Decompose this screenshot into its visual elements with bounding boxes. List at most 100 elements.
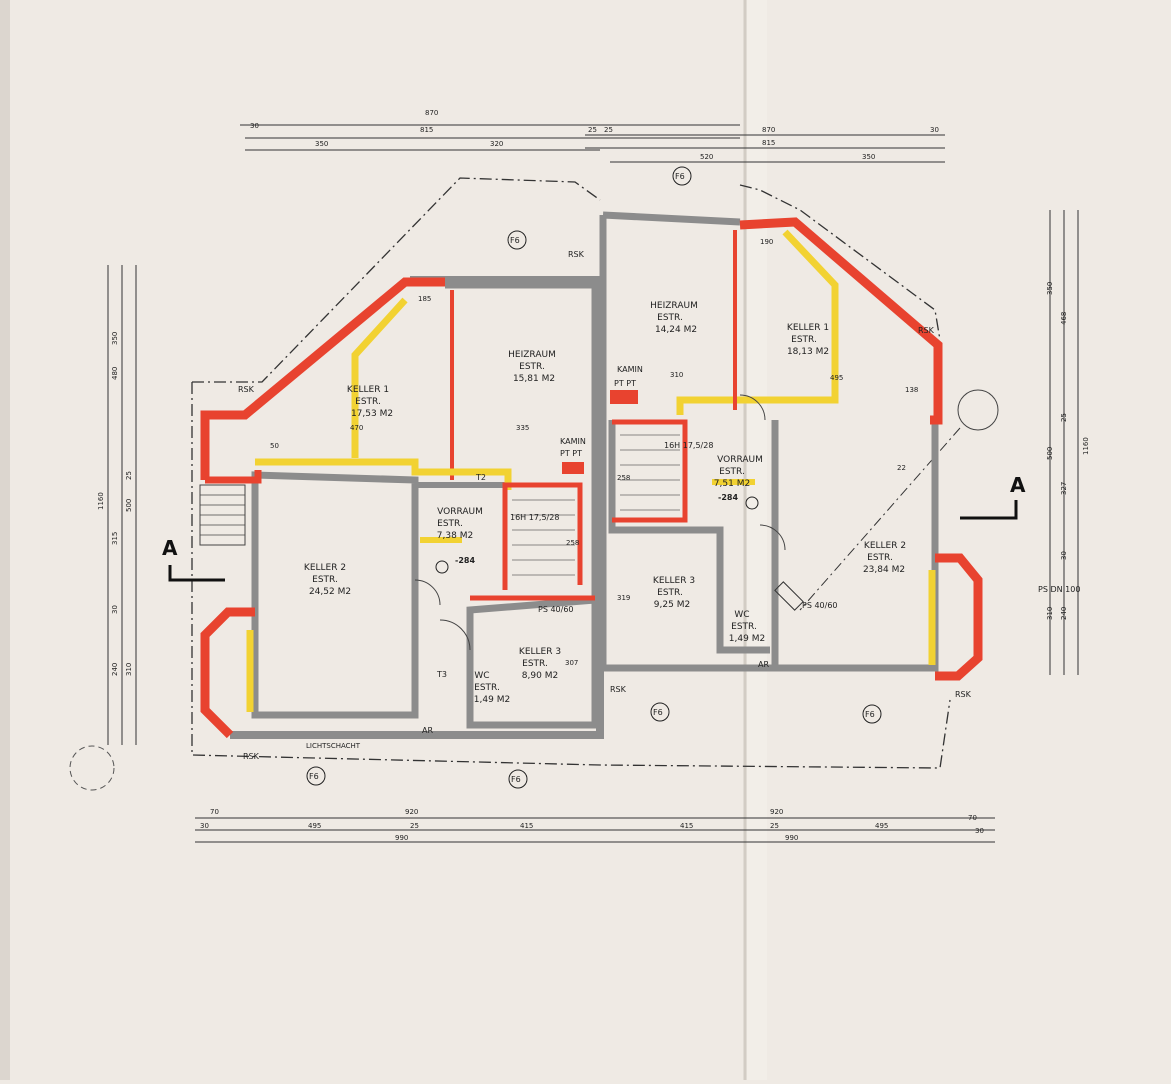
left-heizraum-floor: ESTR. (519, 362, 545, 372)
dim-left-bottom: 70 (210, 808, 219, 816)
dim-left-side: 500 (125, 499, 133, 512)
left-inner-dim: 307 (565, 659, 578, 667)
right-inner-dim: 138 (905, 386, 918, 394)
left-wc-floor: ESTR. (474, 683, 500, 693)
left-level-marker (435, 560, 449, 574)
right-keller3-name: KELLER 3 (653, 576, 695, 586)
right-diagonal-wall (739, 217, 943, 425)
dim-left-side: 480 (111, 367, 119, 380)
right-heizraum-floor: ESTR. (657, 313, 683, 323)
left-t3-label: T3 (436, 670, 447, 679)
dim-right-side: 350 (1046, 282, 1054, 295)
left-rsk-center: RSK (568, 250, 585, 259)
left-f6-top: F6 (510, 236, 520, 245)
left-keller2-area: 24,52 M2 (309, 587, 351, 597)
dim-right-top: 30 (930, 126, 939, 134)
right-psdn-label: PS DN 100 (1038, 585, 1080, 594)
right-keller2-name: KELLER 2 (864, 541, 906, 551)
dim-right-bottom: 30 (975, 827, 984, 835)
left-keller2-floor: ESTR. (312, 575, 338, 585)
left-t2-label: T2 (475, 473, 486, 482)
left-keller3-floor: ESTR. (522, 659, 548, 669)
right-keller2-area: 23,84 M2 (863, 565, 905, 575)
right-inner-dim: 495 (830, 374, 843, 382)
dim-right-bottom: 495 (875, 822, 888, 830)
dim-left-side: 30 (111, 605, 119, 614)
left-ps-label: PS 40/60 (538, 605, 574, 614)
right-heizraum-name: HEIZRAUM (650, 301, 698, 311)
dim-right-top: 350 (862, 153, 875, 161)
left-inner-dim: 185 (418, 295, 431, 303)
section-mark-left: A (162, 536, 178, 560)
section-mark-right: A (1010, 473, 1026, 497)
right-rsk-corner: RSK (955, 690, 972, 699)
left-kamin-block (562, 462, 584, 474)
right-heizraum-area: 14,24 M2 (655, 325, 697, 335)
left-keller3-name: KELLER 3 (519, 647, 561, 657)
left-level-label: -284 (455, 556, 475, 565)
left-ar-label: AR (422, 726, 433, 735)
dim-right-side: 468 (1060, 312, 1068, 325)
right-bay-wall (935, 553, 983, 681)
dim-left-bottom: 495 (308, 822, 321, 830)
dim-left-bottom: 30 (200, 822, 209, 830)
right-level-marker (745, 496, 759, 510)
dim-left-bottom: 990 (395, 834, 408, 842)
dim-right-side: 500 (1046, 447, 1054, 460)
right-wc-name: WC (734, 610, 749, 620)
right-keller3-area: 9,25 M2 (654, 600, 690, 610)
dim-left-side: 310 (125, 663, 133, 676)
right-inner-dim: 190 (760, 238, 773, 246)
paper-edge (0, 0, 10, 1080)
left-pt-label: PT PT (560, 449, 582, 458)
left-inner-dim: 50 (270, 442, 279, 450)
left-f6-bottom2: F6 (511, 775, 521, 784)
dim-right-top: 520 (700, 153, 713, 161)
tree-left (69, 745, 115, 791)
dim-left-top: 870 (425, 109, 438, 117)
left-inner-dim: 258 (566, 539, 579, 547)
left-rsk-top: RSK (238, 385, 255, 394)
dim-left-bottom: 415 (520, 822, 533, 830)
right-inner-dim: 310 (670, 371, 683, 379)
left-keller1-floor: ESTR. (355, 397, 381, 407)
right-vorraum-floor: ESTR. (719, 467, 745, 477)
dim-right-bottom: 990 (785, 834, 798, 842)
dim-right-top: 25 (604, 126, 613, 134)
right-unit: HEIZRAUM ESTR. 14,24 M2 KELLER 1 ESTR. 1… (599, 166, 1080, 724)
dim-right-side: 327 (1060, 482, 1068, 495)
dim-left-side: 350 (111, 332, 119, 345)
right-f6-top: F6 (675, 172, 685, 181)
right-wc-floor: ESTR. (731, 622, 757, 632)
right-rsk-top: RSK (918, 326, 935, 335)
right-pt-label: PT PT (614, 379, 636, 388)
dim-left-top: 30 (250, 122, 259, 130)
left-rsk-bottom: RSK (243, 752, 260, 761)
dim-right-bottom: 415 (680, 822, 693, 830)
right-ar-label: AR (758, 660, 769, 669)
property-outline (191, 177, 951, 769)
left-keller2-name: KELLER 2 (304, 563, 346, 573)
left-inner-dim: 470 (350, 424, 363, 432)
dim-right-side: 1160 (1082, 437, 1090, 455)
right-walls (599, 211, 939, 672)
left-keller1-name: KELLER 1 (347, 385, 389, 395)
right-keller3-floor: ESTR. (657, 588, 683, 598)
right-f6-bottom2: F6 (865, 710, 875, 719)
dim-left-side: 1160 (97, 492, 105, 510)
right-keller1-area: 18,13 M2 (787, 347, 829, 357)
dim-left-side: 25 (125, 471, 133, 480)
left-vorraum-area: 7,38 M2 (437, 531, 473, 541)
right-keller1-floor: ESTR. (791, 335, 817, 345)
right-vorraum-name: VORRAUM (717, 455, 763, 465)
left-lichtschacht-label: LICHTSCHACHT (306, 742, 361, 750)
dim-right-bottom: 70 (968, 814, 977, 822)
right-vorraum-area: 7,51 M2 (714, 479, 750, 489)
left-bay-wall (200, 607, 255, 739)
left-heizraum-name: HEIZRAUM (508, 350, 556, 360)
dim-right-bottom: 920 (770, 808, 783, 816)
left-diagonal-wall (200, 277, 445, 480)
left-f6-bottom: F6 (309, 772, 319, 781)
